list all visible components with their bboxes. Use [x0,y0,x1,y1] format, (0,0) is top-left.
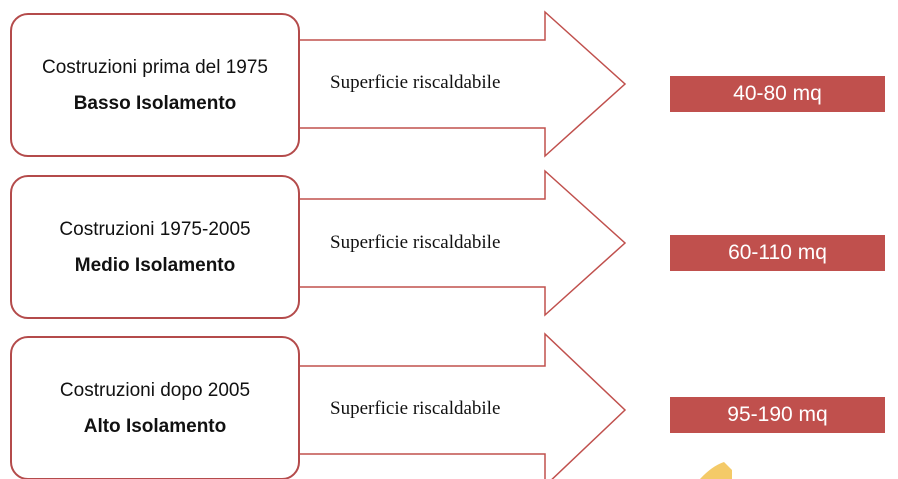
insulation-label-3: Alto Isolamento [83,416,227,437]
range-badge-2: 60-110 mq [670,235,885,271]
era-box-2: Costruzioni 1975-2005 Medio Isolamento [10,175,300,319]
insulation-label-2: Medio Isolamento [74,255,236,276]
range-badge-3: 95-190 mq [670,397,885,433]
logo-fragment [700,462,732,479]
arrow-shape-3 [289,332,627,479]
era-box-3: Costruzioni dopo 2005 Alto Isolamento [10,336,300,479]
insulation-label-1: Basso Isolamento [73,93,237,114]
arrow-label-2: Superficie riscaldabile [330,232,501,253]
era-title-1: Costruzioni prima del 1975 [41,57,268,78]
arrow-label-3: Superficie riscaldabile [330,398,501,419]
arrow-shape-2 [289,169,627,317]
era-title-2: Costruzioni 1975-2005 [59,219,251,240]
arrow-label-1: Superficie riscaldabile [330,72,501,93]
era-title-3: Costruzioni dopo 2005 [59,380,251,401]
era-box-1: Costruzioni prima del 1975 Basso Isolame… [10,13,300,157]
arrow-shape-1 [289,10,627,158]
range-badge-1: 40-80 mq [670,76,885,112]
